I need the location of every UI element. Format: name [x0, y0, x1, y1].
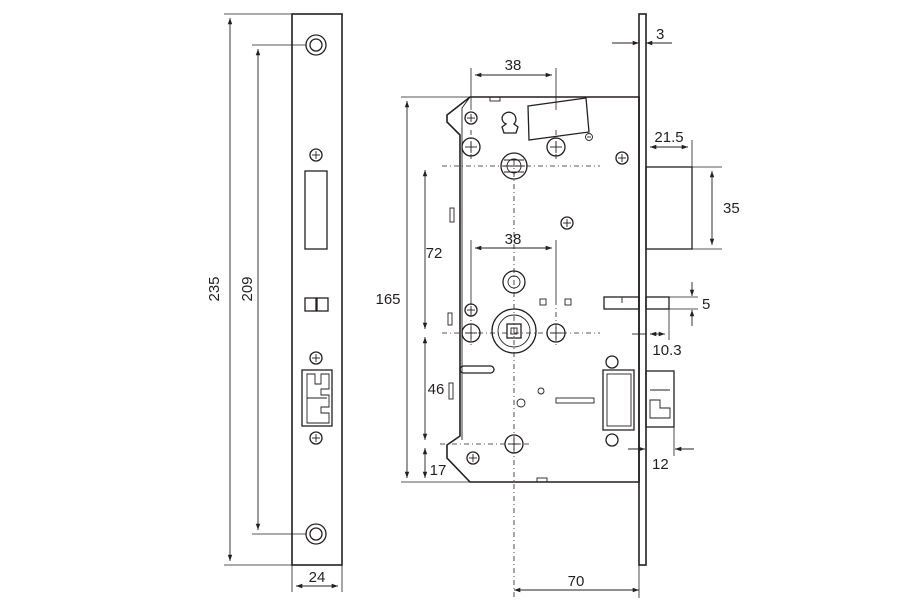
dim-deadbolt-projection: 12 [628, 427, 694, 473]
deadbolt-mechanism [602, 355, 635, 447]
deadbolt [645, 370, 675, 428]
faceplate-screw-icon [309, 351, 323, 365]
latch-slot [304, 170, 328, 250]
dim-screw-spacing: 209 [239, 44, 306, 535]
dim-label-209: 209 [239, 276, 256, 301]
dim-follower-to-top: 72 [422, 170, 443, 329]
dim-top-spindle-spacing: 38 [470, 57, 557, 110]
upper-mechanism [527, 97, 590, 141]
small-bolt [603, 296, 670, 310]
faceplate-side [638, 13, 647, 566]
dim-label-5: 5 [702, 296, 710, 313]
dim-label-21-5: 21.5 [654, 129, 683, 146]
dim-latch-height: 35 [692, 166, 740, 250]
faceplate-screw-icon [309, 148, 323, 162]
bolt-opening [304, 297, 329, 312]
dim-backset: 70 [514, 565, 640, 598]
dim-bottom-offset: 17 [422, 448, 447, 479]
dim-mid-spindle-spacing: 38 [470, 231, 557, 300]
keyhole-icon [501, 111, 519, 134]
body-screw-icon [464, 111, 478, 125]
bottom-screw-hole [305, 523, 327, 545]
dim-cylinder-to-follower: 46 [422, 337, 445, 440]
faceplate-outline [291, 13, 343, 566]
dim-faceplate-length: 235 [206, 13, 292, 566]
dim-body-height: 165 [375, 96, 470, 483]
dim-label-3: 3 [656, 26, 664, 43]
dim-label-17: 17 [430, 462, 447, 479]
dim-label-10-3: 10.3 [652, 342, 681, 359]
dim-label-24: 24 [309, 569, 326, 586]
dim-latch-projection: 21.5 [650, 129, 693, 167]
dim-bolt-offset: 10.3 [632, 309, 682, 359]
dim-label-235: 235 [206, 276, 223, 301]
dim-label-12: 12 [652, 456, 669, 473]
dim-label-38-mid: 38 [505, 231, 522, 248]
dim-label-72: 72 [426, 245, 443, 262]
dim-label-46: 46 [428, 381, 445, 398]
dim-faceplate-width: 24 [291, 565, 343, 592]
latch-bolt [645, 166, 693, 250]
body-screw-icon [615, 151, 629, 165]
dim-faceplate-thickness: 3 [612, 26, 672, 46]
dim-label-38-top: 38 [505, 57, 522, 74]
faceplate-front-view [291, 13, 343, 566]
slot [459, 365, 495, 374]
lock-body-side-view [440, 13, 693, 600]
dim-bolt-height: 5 [669, 282, 710, 326]
dim-label-165: 165 [375, 291, 400, 308]
lock-case-outline [446, 96, 640, 483]
body-screw-icon [466, 451, 480, 465]
dim-label-70: 70 [568, 573, 585, 590]
deadbolt-opening [301, 369, 333, 427]
body-screw-icon [560, 216, 574, 230]
top-screw-hole [305, 34, 327, 56]
dim-label-35: 35 [723, 200, 740, 217]
faceplate-screw-icon [309, 431, 323, 445]
